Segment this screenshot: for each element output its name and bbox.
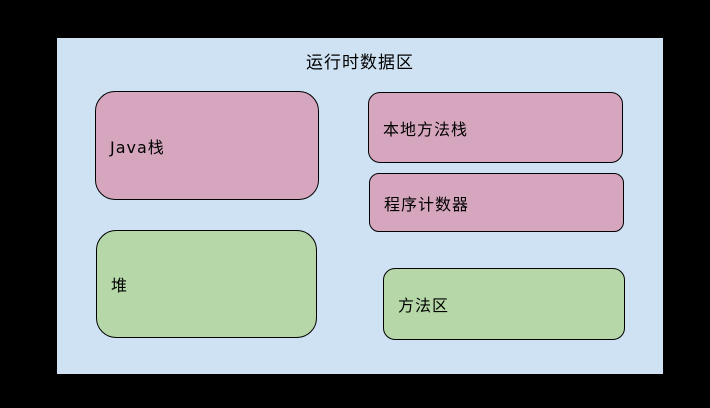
native-method-stack-label: 本地方法栈 xyxy=(383,119,469,139)
diagram-title: 运行时数据区 xyxy=(306,53,414,73)
program-counter-label: 程序计数器 xyxy=(384,194,470,214)
program-counter-box: 程序计数器 xyxy=(369,173,624,232)
native-method-stack-box: 本地方法栈 xyxy=(368,92,623,163)
java-stack-box: Java栈 xyxy=(95,91,319,200)
method-area-label: 方法区 xyxy=(398,296,450,315)
method-area-box: 方法区 xyxy=(383,268,625,340)
runtime-data-area-container: 运行时数据区 Java栈 本地方法栈 程序计数器 堆 方法区 xyxy=(57,38,663,374)
heap-box: 堆 xyxy=(96,230,317,338)
java-stack-label: Java栈 xyxy=(110,137,165,157)
heap-label: 堆 xyxy=(111,276,129,295)
